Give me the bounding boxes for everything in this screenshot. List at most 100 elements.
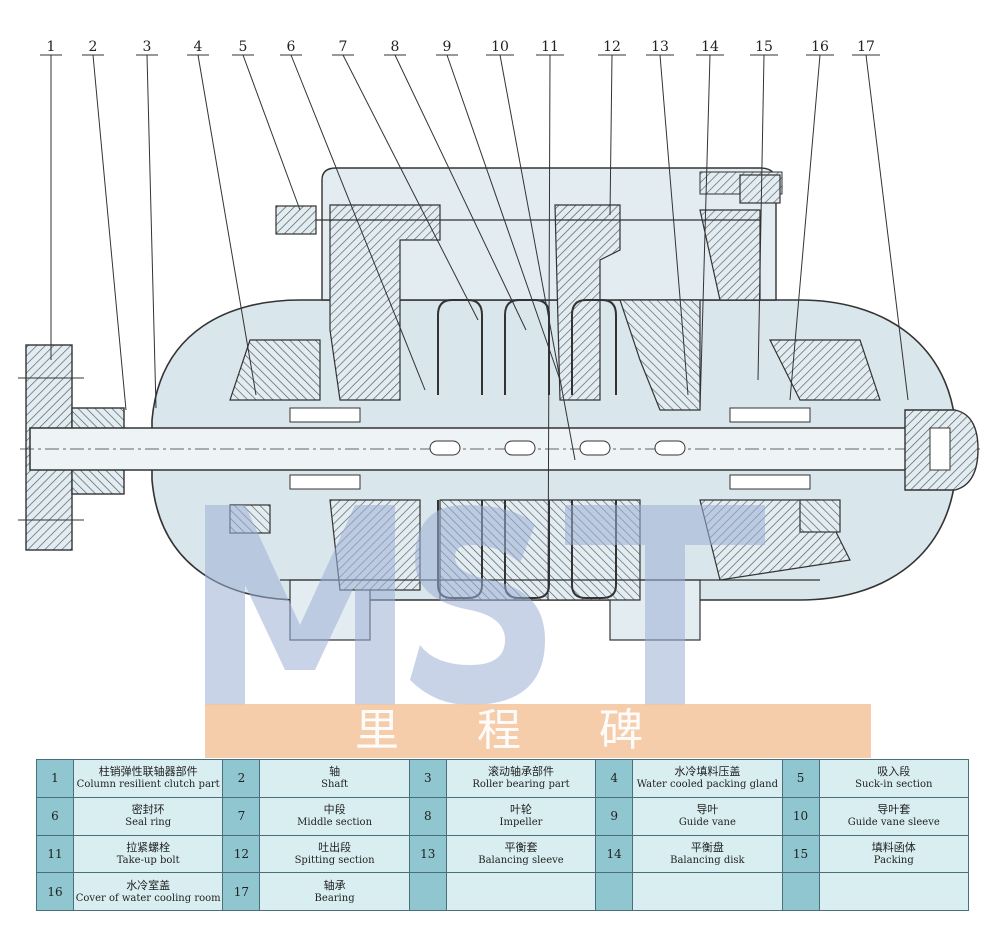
part-name-en: Guide vane (678, 817, 736, 829)
part-name-zh: 吐出段 (318, 840, 352, 854)
callout-2: 2 (89, 39, 98, 55)
part-number: 3 (408, 759, 447, 798)
part-name-zh: 平衡套 (504, 840, 538, 854)
part-number: 4 (595, 759, 634, 798)
callout-5: 5 (239, 39, 248, 55)
part-name-en: Spitting section (294, 854, 375, 866)
part-name-en: Shaft (321, 779, 349, 791)
callout-14: 14 (701, 39, 719, 55)
take-up-bolts (229, 174, 841, 581)
part-name-zh: 中段 (323, 803, 346, 817)
empty-cell (781, 872, 820, 911)
empty-cell (408, 872, 447, 911)
callout-13: 13 (651, 39, 669, 55)
part-name-zh: 拉紧螺栓 (126, 840, 171, 854)
part-number: 17 (222, 872, 261, 911)
callout-11: 11 (541, 39, 559, 55)
callout-8: 8 (391, 39, 400, 55)
pump-shaft (20, 427, 980, 471)
part-name-zh: 吸入段 (877, 765, 911, 779)
part-name-zh: 密封环 (131, 803, 165, 817)
part-number: 10 (781, 796, 820, 836)
part-name-en: Impeller (499, 817, 543, 829)
part-name-en: Water cooled packing gland (636, 779, 778, 791)
part-name-en: Balancing sleeve (478, 854, 564, 866)
empty-cell (632, 872, 783, 911)
part-number: 5 (781, 759, 820, 798)
empty-cell (595, 872, 634, 911)
part-number: 8 (408, 796, 447, 836)
part-number: 11 (36, 834, 74, 874)
part-name-zh: 水冷室盖 (126, 878, 171, 892)
callout-numbers: 1 2 3 4 5 6 7 8 9 10 11 12 13 14 15 16 1… (47, 39, 875, 55)
part-name-zh: 滚动轴承部件 (487, 765, 554, 779)
mst-watermark-logo (205, 505, 765, 705)
callout-9: 9 (443, 39, 452, 55)
part-name-zh: 导叶 (696, 803, 719, 817)
part-number: 7 (222, 796, 261, 836)
callout-15: 15 (755, 39, 773, 55)
callout-6: 6 (287, 39, 296, 55)
part-number: 14 (595, 834, 634, 874)
part-name-en: Guide vane sleeve (847, 817, 940, 829)
part-name-en: Suck-in section (855, 779, 933, 791)
callout-12: 12 (603, 39, 621, 55)
part-number: 2 (222, 759, 261, 798)
bearing-end-cap (904, 409, 979, 491)
packing-rings (289, 407, 811, 490)
callout-7: 7 (339, 39, 348, 55)
part-name-en: Seal ring (125, 817, 172, 829)
part-name-en: Balancing disk (670, 854, 745, 866)
part-name-zh: 平衡盘 (690, 840, 724, 854)
part-name-en: Take-up bolt (116, 854, 180, 866)
callout-17: 17 (857, 39, 875, 55)
part-number: 12 (222, 834, 261, 874)
callout-leaders (40, 54, 909, 601)
callout-1: 1 (47, 39, 56, 55)
part-name-zh: 轴承 (323, 878, 346, 892)
part-number: 15 (781, 834, 820, 874)
part-name-zh: 水冷填料压盖 (674, 765, 741, 779)
part-name-en: Middle section (297, 817, 373, 829)
part-number: 1 (36, 759, 74, 798)
callout-4: 4 (194, 39, 203, 55)
part-number: 13 (408, 834, 447, 874)
part-name-zh: 填料函体 (871, 840, 916, 854)
part-name-zh: 叶轮 (509, 803, 532, 817)
part-name-en: Roller bearing part (472, 779, 570, 791)
part-number: 6 (36, 796, 74, 836)
part-number: 16 (36, 872, 74, 911)
callout-3: 3 (143, 39, 152, 55)
callout-10: 10 (491, 39, 509, 55)
empty-cell (818, 872, 970, 911)
part-name-en: Cover of water cooling room (75, 892, 221, 904)
part-number: 9 (595, 796, 634, 836)
watermark-band (205, 704, 871, 758)
part-name-en: Column resilient clutch part (76, 779, 220, 791)
part-name-zh: 柱销弹性联轴器部件 (98, 765, 198, 779)
empty-cell (445, 872, 597, 911)
part-name-en: Bearing (314, 892, 355, 904)
part-name-en: Packing (873, 854, 914, 866)
part-name-zh: 轴 (329, 765, 341, 779)
